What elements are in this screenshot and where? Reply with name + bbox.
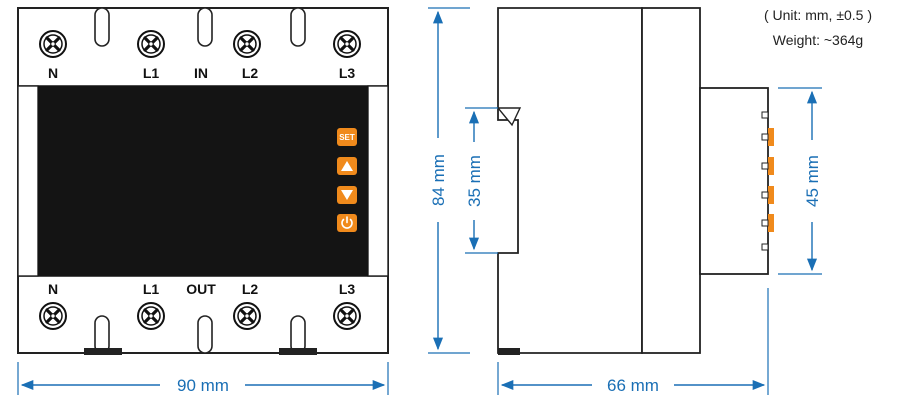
din-clip-right <box>279 348 317 355</box>
bottom-clamp-slots <box>94 315 306 354</box>
front-view: N L1 IN L2 L3 SET <box>17 7 389 355</box>
terminal-bottom-l3: L3 <box>339 281 356 297</box>
terminal-bottom-l1: L1 <box>143 281 160 297</box>
weight-note: Weight: ~364g <box>773 32 863 48</box>
top-clamp-slots <box>94 7 306 47</box>
depth-label: 66 mm <box>607 376 659 395</box>
module-height-label: 45 mm <box>803 155 822 207</box>
height-label: 84 mm <box>429 154 448 206</box>
side-front-face <box>641 7 701 354</box>
terminal-top-l1: L1 <box>143 65 160 81</box>
din-hook <box>496 107 522 127</box>
side-din-clip <box>498 348 520 355</box>
display-module <box>699 87 769 275</box>
terminal-top-l2: L2 <box>242 65 259 81</box>
width-label: 90 mm <box>177 376 229 395</box>
down-arrow-icon <box>341 190 353 200</box>
terminal-top-n: N <box>48 65 58 81</box>
module-height-dimension: 45 mm <box>778 87 822 275</box>
set-button-label: SET <box>339 133 355 142</box>
terminal-bottom-n: N <box>48 281 58 297</box>
din-clip-left <box>84 348 122 355</box>
control-buttons: SET <box>337 128 357 232</box>
power-button[interactable] <box>337 214 357 232</box>
width-dimension: 90 mm <box>17 362 389 395</box>
set-button[interactable]: SET <box>337 128 357 146</box>
rail-label: 35 mm <box>465 155 484 207</box>
terminal-bottom-l2: L2 <box>242 281 259 297</box>
side-buttons <box>761 111 774 251</box>
rail-dimension: 35 mm <box>465 107 498 254</box>
terminal-top-in: IN <box>194 65 208 81</box>
terminal-bottom-out: OUT <box>186 281 216 297</box>
up-arrow-icon <box>341 161 353 171</box>
power-icon <box>341 216 353 229</box>
side-body <box>497 7 643 354</box>
down-button[interactable] <box>337 186 357 204</box>
up-button[interactable] <box>337 157 357 175</box>
height-dimension: 84 mm <box>428 7 470 354</box>
side-view <box>496 7 774 355</box>
depth-dimension: 66 mm <box>497 288 769 395</box>
display-screen <box>38 86 368 276</box>
unit-note: ( Unit: mm, ±0.5 ) <box>764 7 872 23</box>
terminal-top-l3: L3 <box>339 65 356 81</box>
